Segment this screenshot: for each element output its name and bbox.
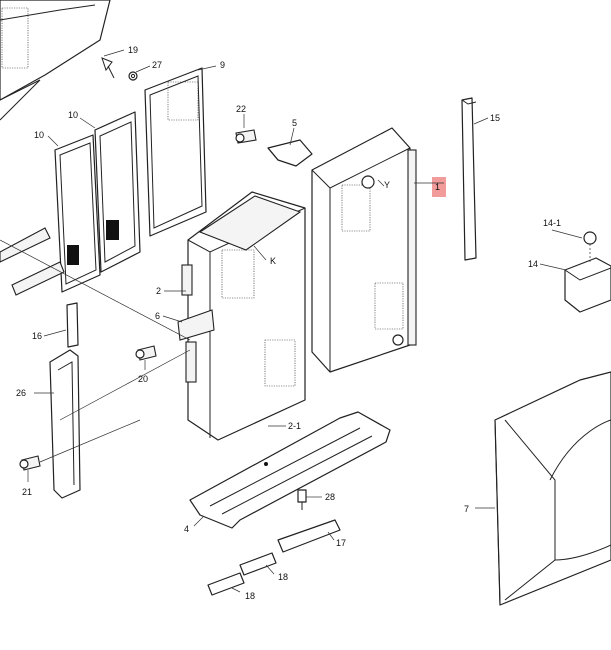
callout-16: 16 <box>32 331 42 341</box>
callout-14: 14 <box>528 259 538 269</box>
callout-28: 28 <box>325 492 335 502</box>
callout-10a: 10 <box>34 130 44 140</box>
highlight-marker <box>432 177 446 197</box>
callout-2: 2 <box>156 286 161 296</box>
guide-bar-16 <box>66 302 79 348</box>
pad-18b <box>207 572 245 596</box>
callout-27: 27 <box>152 60 162 70</box>
callout-26: 26 <box>16 388 26 398</box>
radiator-core <box>181 191 306 441</box>
callout-14-1: 14-1 <box>543 218 561 228</box>
bracket-5 <box>267 139 313 167</box>
callout-Y: Y <box>384 180 390 190</box>
wing-bolt-19 <box>101 57 115 79</box>
leader-lines <box>0 49 583 593</box>
callout-10b: 10 <box>68 110 78 120</box>
bolt-22 <box>235 129 257 144</box>
callout-18b: 18 <box>245 591 255 601</box>
callout-22: 22 <box>236 104 246 114</box>
callout-19: 19 <box>128 45 138 55</box>
door-panel-right <box>144 67 207 237</box>
bolt-20 <box>135 345 157 361</box>
callout-1: 1 <box>435 182 440 192</box>
door-panel-middle <box>94 111 141 273</box>
callout-18a: 18 <box>278 572 288 582</box>
callout-5: 5 <box>292 118 297 128</box>
pad-18a <box>239 552 277 576</box>
callout-9: 9 <box>220 60 225 70</box>
callout-7: 7 <box>464 504 469 514</box>
bolt-28 <box>297 489 307 510</box>
door-panel-left <box>54 134 101 293</box>
reservoir-tank-14 <box>564 231 611 313</box>
side-plate-26 <box>49 349 81 499</box>
callout-20: 20 <box>138 374 148 384</box>
callout-21: 21 <box>22 487 32 497</box>
callout-4: 4 <box>184 524 189 534</box>
base-frame-4 <box>189 411 391 529</box>
housing-fragment <box>0 0 111 121</box>
callout-labels: 1 2 2-1 4 5 6 7 9 10 10 14 14-1 15 16 17… <box>16 45 561 601</box>
callout-15: 15 <box>490 113 500 123</box>
callout-K: K <box>270 256 276 266</box>
callout-2-1: 2-1 <box>288 421 301 431</box>
seal-bar-15 <box>461 97 477 261</box>
pad-17 <box>277 519 341 553</box>
fan-shroud-7 <box>494 371 611 606</box>
bolt-21 <box>19 455 41 471</box>
washer-27 <box>128 71 138 81</box>
oil-cooler <box>311 127 417 373</box>
callout-6: 6 <box>155 311 160 321</box>
callout-17: 17 <box>336 538 346 548</box>
support-rods <box>0 227 65 296</box>
